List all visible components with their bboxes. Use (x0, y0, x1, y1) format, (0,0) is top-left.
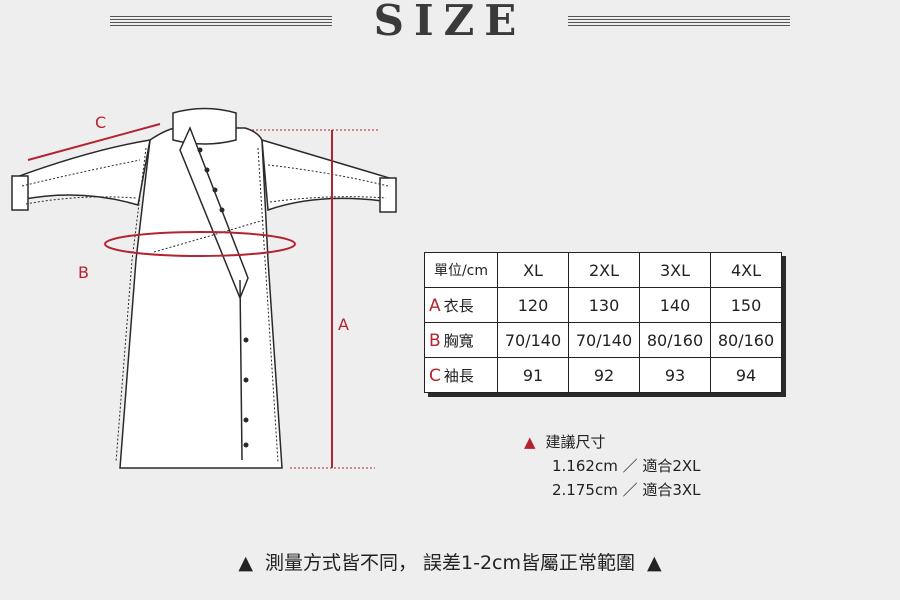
table-cell: 91 (497, 357, 569, 393)
triangle-icon: ▲ (238, 552, 253, 574)
header-divider-left (110, 14, 332, 26)
table-cell: 140 (639, 287, 711, 323)
size-suggestion: ▲ 建議尺寸 1.162cm ／ 適合2XL 2.175cm ／ 適合3XL (524, 430, 701, 502)
chest-width-line (104, 231, 296, 257)
column-header: 3XL (639, 252, 711, 288)
garment-buttons (197, 147, 249, 448)
collar (172, 107, 237, 145)
column-header: XL (497, 252, 569, 288)
footer-text: 測量方式皆不同， 誤差1-2cm皆屬正常範圍 (264, 552, 636, 574)
suggestion-title: 建議尺寸 (545, 433, 606, 451)
table-cell: 70/140 (568, 322, 640, 358)
table-cell: 93 (639, 357, 711, 393)
column-header: 4XL (710, 252, 782, 288)
suggestion-line: 1.162cm ／ 適合2XL (552, 457, 701, 475)
column-header: 2XL (568, 252, 640, 288)
table-header-row: 單位/cm XL 2XL 3XL 4XL (424, 252, 782, 288)
label-c: C (95, 113, 106, 132)
label-a: A (338, 315, 349, 334)
table-cell: 80/160 (639, 322, 711, 358)
page-title: SIZE (373, 0, 527, 45)
garment-diagram: C B A (11, 107, 397, 469)
table-cell: 92 (568, 357, 640, 393)
suggestion-line: 2.175cm ／ 適合3XL (552, 481, 701, 499)
table-cell: 94 (710, 357, 782, 393)
left-cuff (11, 175, 29, 211)
label-b: B (78, 263, 89, 282)
table-cell: 80/160 (710, 322, 782, 358)
unit-header: 單位/cm (424, 252, 498, 288)
table-cell: 150 (710, 287, 782, 323)
triangle-icon: ▲ (524, 433, 536, 451)
right-cuff (379, 177, 397, 213)
table-cell: 70/140 (497, 322, 569, 358)
sleeve-length-line (27, 123, 161, 161)
table-cell: 130 (568, 287, 640, 323)
footer-note: ▲ 測量方式皆不同， 誤差1-2cm皆屬正常範圍 ▲ (0, 548, 900, 575)
right-sleeve (261, 138, 397, 212)
table-cell: 120 (497, 287, 569, 323)
header-divider-right (568, 14, 790, 26)
triangle-icon: ▲ (647, 552, 662, 574)
